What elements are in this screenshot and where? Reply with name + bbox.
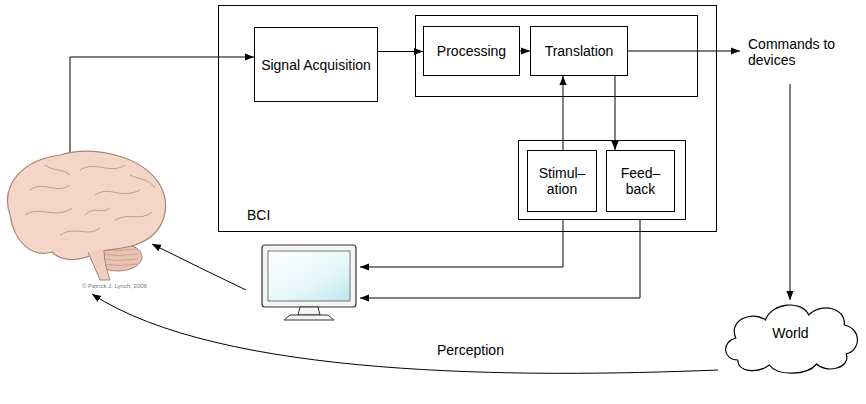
process-box: Stimul– ation bbox=[527, 150, 597, 212]
command-line bbox=[790, 84, 791, 300]
monitor-neck bbox=[298, 307, 320, 315]
watermark: © Patrick J. Lynch, 2006 bbox=[82, 282, 162, 290]
node-text: Feed– back bbox=[610, 165, 671, 197]
gyrus bbox=[30, 185, 70, 190]
command-line bbox=[628, 51, 740, 52]
gyrus bbox=[130, 175, 155, 188]
gyri bbox=[25, 165, 155, 235]
process-box: Signal Acquisition bbox=[254, 27, 378, 102]
stimulation-line bbox=[360, 219, 563, 267]
node-text: World bbox=[772, 325, 808, 341]
display-perception-line bbox=[152, 244, 246, 290]
gyrus bbox=[85, 208, 110, 215]
gyrus bbox=[115, 212, 152, 220]
process-box: Processing bbox=[423, 26, 520, 76]
connector-arrow bbox=[520, 51, 530, 52]
connector-arrow bbox=[563, 76, 564, 150]
feedback-line bbox=[360, 219, 640, 298]
node-text: Stimul– ation bbox=[531, 165, 593, 197]
node-text: Signal Acquisition bbox=[261, 57, 371, 73]
monitor-bezel bbox=[262, 245, 356, 307]
cerebrum bbox=[8, 151, 166, 259]
node-text: Translation bbox=[545, 43, 614, 59]
group-frame bbox=[416, 16, 698, 97]
connector-arrow bbox=[615, 76, 616, 150]
signal-line bbox=[70, 57, 254, 152]
perception-line bbox=[92, 294, 718, 373]
bci-frame: Signal Acquisition Processing TranslationS… bbox=[218, 5, 717, 232]
process-box: Feed– back bbox=[606, 150, 675, 212]
gyrus bbox=[25, 208, 72, 215]
brain-illustration bbox=[8, 151, 166, 280]
connector-arrow bbox=[378, 51, 423, 52]
cerebellum-fold bbox=[100, 254, 138, 256]
monitor-illustration bbox=[262, 245, 356, 320]
monitor-base bbox=[284, 315, 334, 320]
monitor-screen bbox=[268, 251, 350, 301]
brain-stem bbox=[88, 250, 110, 280]
gyrus bbox=[80, 165, 125, 170]
annotation-label: Commands to devices bbox=[748, 36, 838, 68]
gyrus bbox=[45, 165, 70, 175]
world-cloud: World bbox=[718, 290, 863, 376]
cerebellum-fold bbox=[100, 259, 138, 261]
annotation-label: Perception bbox=[437, 342, 537, 358]
system-label: BCI bbox=[247, 207, 270, 223]
node-text: Processing bbox=[437, 43, 506, 59]
gyrus bbox=[95, 190, 140, 195]
cloud-shape bbox=[726, 305, 858, 373]
gyrus bbox=[60, 228, 100, 235]
group-frame bbox=[519, 141, 686, 220]
process-box: Translation bbox=[530, 26, 628, 76]
